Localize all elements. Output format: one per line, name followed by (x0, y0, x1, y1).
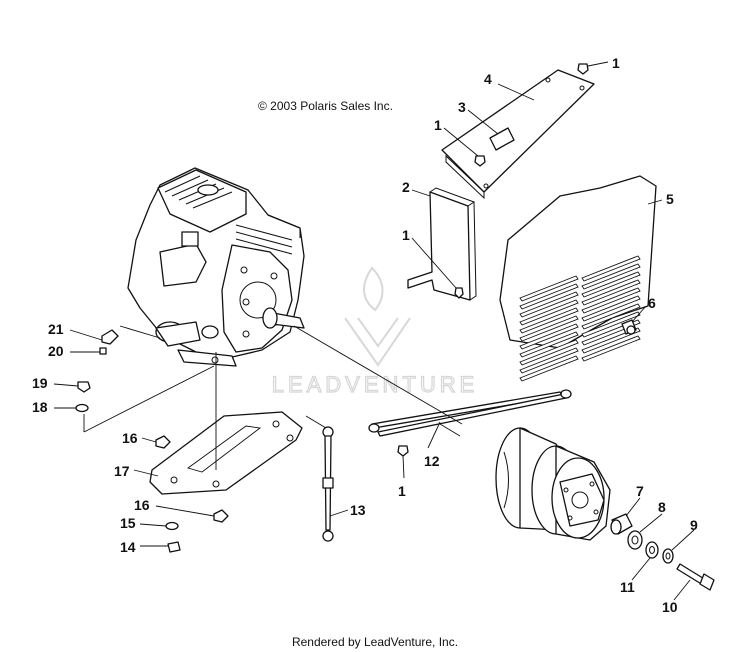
vent-slot (581, 335, 641, 362)
part-8-washer (627, 530, 643, 550)
vent-slot (581, 303, 641, 330)
callout-18: 18 (32, 399, 48, 415)
leader-lines (53, 61, 695, 601)
callout-1-plate: 1 (434, 117, 442, 133)
vent-slot (519, 347, 579, 374)
callout-16-lower: 16 (134, 497, 150, 513)
copyright-notice: © 2003 Polaris Sales Inc. (258, 99, 393, 113)
part-16-nut-lower (213, 509, 229, 523)
part-1-screw-plate (474, 155, 486, 167)
callout-4: 4 (484, 71, 492, 87)
callout-10: 10 (662, 599, 678, 615)
vent-slot (581, 311, 641, 338)
vent-slot (519, 283, 579, 310)
vent-slot (581, 287, 641, 314)
vent-slot (581, 255, 641, 282)
vent-slot (519, 307, 579, 334)
watermark-text: LEADVENTURE (272, 372, 479, 397)
callout-20: 20 (48, 343, 64, 359)
part-13-link-rod (322, 426, 334, 542)
vent-slot (519, 355, 579, 382)
vent-slot (519, 315, 579, 342)
part-6-screw (621, 319, 637, 335)
callout-15: 15 (120, 515, 136, 531)
vent-slot (581, 271, 641, 298)
callout-17: 17 (114, 463, 130, 479)
vent-slot (519, 299, 579, 326)
vent-slot (519, 291, 579, 318)
callout-11: 11 (620, 579, 635, 595)
part-15-washer (165, 521, 179, 531)
clutch-assembly (495, 427, 611, 541)
part-17-base-plate (149, 411, 303, 495)
part-12-tie-rods (368, 389, 572, 437)
vent-slot (519, 275, 579, 302)
part-19-bolt (77, 381, 91, 393)
callout-1-rod: 1 (398, 483, 406, 499)
callout-1-bracket: 1 (402, 227, 410, 243)
vent-slot (519, 331, 579, 358)
part-7-spacer (610, 513, 633, 535)
callout-3: 3 (458, 99, 466, 115)
callout-6: 6 (648, 295, 656, 311)
callout-14: 14 (120, 539, 136, 555)
part-11-washer (645, 541, 659, 559)
callout-1-top: 1 (612, 55, 620, 71)
callout-7: 7 (636, 483, 644, 499)
watermark-logo (344, 266, 411, 367)
part-2-bracket (407, 187, 477, 301)
callout-9: 9 (690, 517, 698, 533)
vent-slot (519, 339, 579, 366)
part-1-bolt-rod (397, 445, 409, 457)
callout-19: 19 (32, 375, 48, 391)
part-9-washer (662, 548, 674, 564)
callout-8: 8 (658, 499, 666, 515)
callout-2: 2 (402, 179, 410, 195)
engine-assembly (127, 167, 305, 367)
part-4-cover-plate (441, 69, 595, 200)
part-10-bolt (676, 563, 715, 591)
part-21-fitting (101, 329, 119, 345)
callout-21: 21 (48, 321, 64, 337)
vent-slot (581, 279, 641, 306)
vent-slot (581, 295, 641, 322)
part-5-vented-screen (499, 175, 657, 382)
part-20-nut (99, 347, 107, 355)
callout-numbers: 1 4 3 1 2 5 1 6 21 20 19 18 16 17 12 1 1… (32, 55, 698, 615)
callout-13: 13 (350, 502, 366, 518)
part-14-bolt (167, 541, 181, 553)
callout-5: 5 (666, 191, 674, 207)
vent-slot (581, 263, 641, 290)
callout-16-upper: 16 (122, 430, 138, 446)
part-1-screw-top (577, 63, 589, 75)
part-16-nut-upper (155, 435, 171, 449)
callout-12: 12 (424, 453, 440, 469)
vent-slot (519, 323, 579, 350)
footer-credit: Rendered by LeadVenture, Inc. (291, 635, 459, 649)
part-18-washer (75, 403, 89, 413)
